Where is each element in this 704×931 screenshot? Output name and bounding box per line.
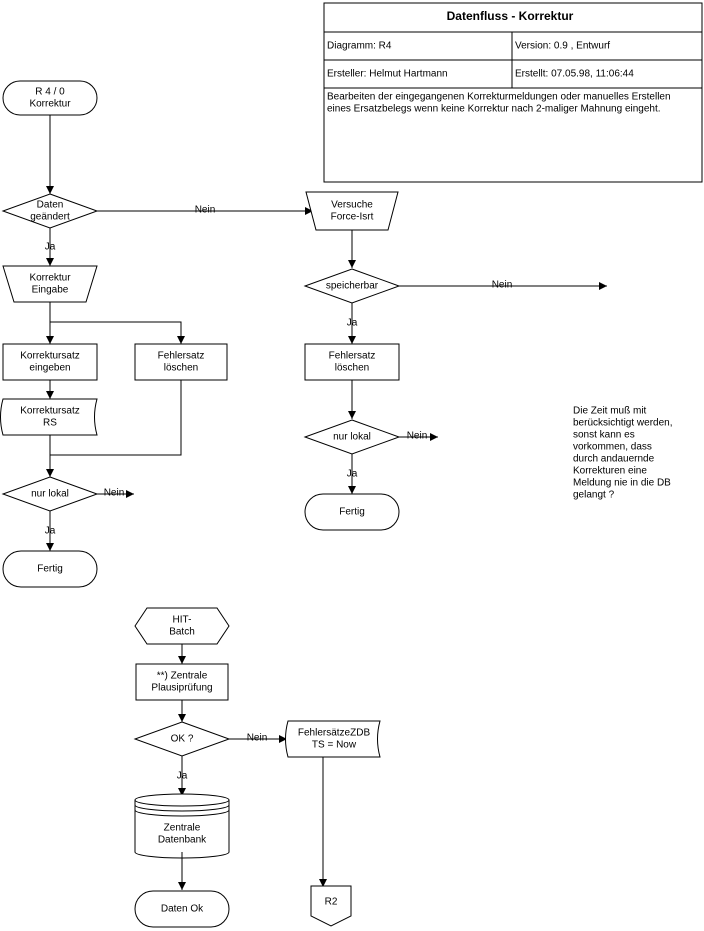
database-zentrale-datenbank-rim	[134, 799, 230, 807]
hexagon-hit-batch	[134, 607, 230, 645]
offpage-connector-r2-label: R2	[325, 897, 338, 908]
database-zentrale-datenbank-label: Zentrale	[164, 823, 201, 834]
edge-label-ja: Ja	[347, 469, 358, 480]
edge-nurlokal-right-ja-head	[348, 486, 356, 494]
edge-force-to-speicherbar-head	[348, 260, 356, 268]
decision-daten-geaendert-label: Daten	[37, 200, 64, 211]
edge-korrektursatz-to-rs-head	[46, 391, 54, 399]
edge-ok-ja-head	[178, 788, 186, 796]
edge-label-ja: Ja	[45, 242, 56, 253]
process-fehlersatz-loeschen-left-label: löschen	[164, 363, 198, 374]
manual-input-versuche-force-isrt-label: Force-Isrt	[331, 212, 374, 223]
process-fehlersatz-loeschen-right-label: löschen	[335, 363, 369, 374]
stored-data-fehlersaetze-zdb-label: TS = Now	[312, 740, 357, 751]
manual-input-korrektur-eingabe-label: Eingabe	[32, 285, 69, 296]
header-author: Ersteller: Helmut Hartmann	[327, 69, 448, 80]
offpage-connector-r2	[310, 885, 352, 927]
edge-nurlokal-left-ja-head	[46, 543, 54, 551]
decision-ok-label: OK ?	[171, 734, 194, 745]
edge-label-nein: Nein	[247, 733, 268, 744]
header-description: Bearbeiten der eingegangenen Korrekturme…	[327, 92, 671, 103]
edge-label-ja: Ja	[45, 526, 56, 537]
edge-label-nein: Nein	[407, 431, 428, 442]
decision-nur-lokal-right-label: nur lokal	[333, 432, 371, 443]
edge-eingabe-to-fehlersatz	[50, 321, 182, 344]
process-zentrale-plausipruefung-label: **) Zentrale	[157, 671, 208, 682]
hexagon-hit-batch-label: HIT-	[173, 615, 192, 626]
process-korrektursatz-eingeben-label: Korrektursatz	[20, 351, 79, 362]
header-created: Erstellt: 07.05.98, 11:06:44	[515, 69, 634, 80]
database-zentrale-datenbank-label: Datenbank	[158, 835, 207, 846]
start-terminal-label: Korrektur	[29, 99, 71, 110]
edge-zdb-to-r2-head	[319, 879, 327, 887]
stored-data-korrektursatz-rs-label: RS	[43, 418, 57, 429]
stored-data-fehlersaetze-zdb	[285, 720, 381, 758]
edge-rs-to-nurlokal-head	[46, 469, 54, 477]
edge-db-to-datenok-head	[178, 882, 186, 890]
decision-nur-lokal-left-label: nur lokal	[31, 489, 69, 500]
start-terminal-label: R 4 / 0	[35, 87, 65, 98]
stored-data-fehlersaetze-zdb-label: FehlersätzeZDB	[298, 728, 371, 739]
header-title: Datenfluss - Korrektur	[447, 9, 574, 23]
process-zentrale-plausipruefung	[135, 663, 229, 701]
manual-input-korrektur-eingabe-label: Korrektur	[29, 273, 71, 284]
manual-input-versuche-force-isrt	[305, 191, 399, 231]
database-zentrale-datenbank-rim	[134, 804, 230, 812]
edge-eingabe-to-korrektursatz-head	[46, 336, 54, 344]
edge-eingabe-to-fehlersatz-head	[177, 336, 185, 344]
edge-start-to-daten-head	[46, 186, 54, 194]
terminal-fertig-right	[304, 493, 400, 531]
manual-input-versuche-force-isrt-label: Versuche	[331, 200, 373, 211]
annotation-note: berücksichtigt werden,	[573, 418, 673, 429]
process-korrektursatz-eingeben	[2, 343, 98, 381]
hexagon-hit-batch-label: Batch	[169, 627, 195, 638]
process-zentrale-plausipruefung-label: Plausiprüfung	[151, 683, 212, 694]
annotation-note: sonst kann es	[573, 430, 635, 441]
annotation-note: vorkommen, dass	[573, 442, 652, 453]
edge-nurlokal-left-nein-head	[126, 490, 134, 498]
edge-speicherbar-nein-head	[599, 282, 607, 290]
decision-daten-geaendert-label: geändert	[30, 212, 70, 223]
edge-label-nein: Nein	[195, 205, 216, 216]
database-zentrale-datenbank-rim	[134, 809, 230, 817]
process-korrektursatz-eingeben-label: eingeben	[29, 363, 70, 374]
header-box	[323, 2, 703, 183]
manual-input-korrektur-eingabe	[2, 265, 98, 303]
edge-fehlersatz-merge	[50, 380, 182, 456]
annotation-note: Die Zeit muß mit	[573, 406, 647, 417]
edge-label-nein: Nein	[104, 488, 125, 499]
edge-label-nein: Nein	[492, 280, 513, 291]
header-diagram: Diagramm: R4	[327, 41, 392, 52]
annotation-note: durch andauernde	[573, 454, 655, 465]
terminal-fertig-left-label: Fertig	[37, 564, 63, 575]
edge-label-ja: Ja	[347, 318, 358, 329]
terminal-daten-ok	[134, 890, 230, 928]
annotation-note: Meldung nie in die DB	[573, 478, 671, 489]
stored-data-korrektursatz-rs	[0, 398, 98, 436]
process-fehlersatz-loeschen-right-label: Fehlersatz	[329, 351, 376, 362]
edge-nurlokal-right-nein-head	[430, 433, 438, 441]
edge-daten-nein-head	[305, 207, 313, 215]
header-description: eines Ersatzbelegs wenn keine Korrektur …	[327, 104, 661, 115]
edge-fehlersatz-to-nurlokal-head	[348, 411, 356, 419]
edge-daten-ja-head	[46, 258, 54, 266]
terminal-fertig-right-label: Fertig	[339, 507, 365, 518]
terminal-fertig-left	[2, 550, 98, 588]
process-fehlersatz-loeschen-left-label: Fehlersatz	[158, 351, 205, 362]
edge-plausi-to-ok-head	[178, 714, 186, 722]
annotation-note: gelangt ?	[573, 490, 615, 501]
edge-ok-nein-head	[279, 735, 287, 743]
annotation-note: Korrekturen eine	[573, 466, 647, 477]
edge-label-ja: Ja	[177, 771, 188, 782]
edge-speicherbar-ja-head	[348, 336, 356, 344]
stored-data-korrektursatz-rs-label: Korrektursatz	[20, 406, 79, 417]
edge-hit-to-plausi-head	[178, 656, 186, 664]
decision-speicherbar-label: speicherbar	[326, 281, 379, 292]
header-version: Version: 0.9 , Entwurf	[515, 41, 610, 52]
terminal-daten-ok-label: Daten Ok	[161, 904, 204, 915]
